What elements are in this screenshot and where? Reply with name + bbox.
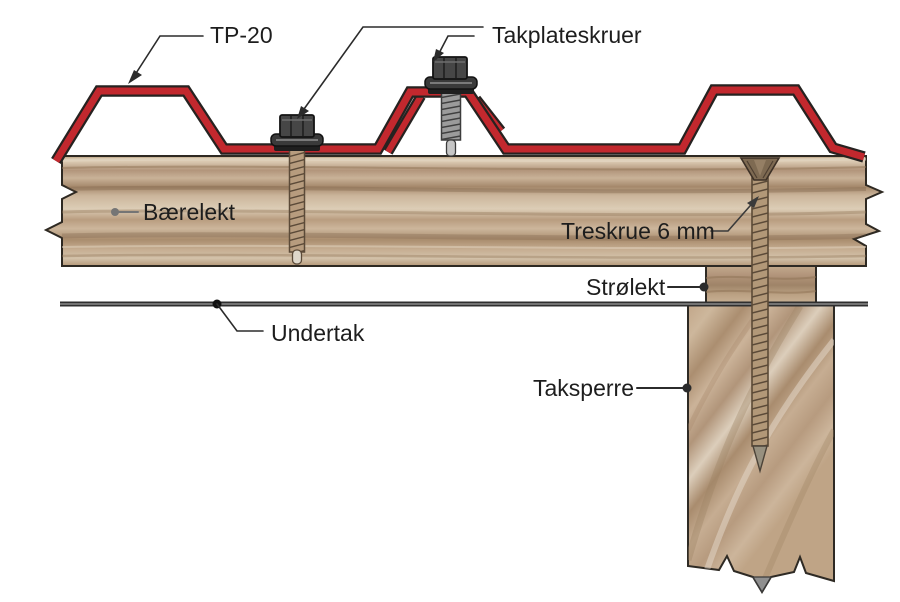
leader-tp20: [130, 35, 204, 82]
annotations: TP-20 Takplateskruer Bærelekt Treskrue 6…: [111, 22, 759, 401]
screw-hex-head: [279, 114, 315, 138]
arrowhead: [433, 49, 444, 62]
leader-roof-screws-long: [298, 26, 484, 117]
arrowhead: [128, 70, 142, 84]
leader-underlay: [216, 303, 264, 332]
wood-screw: [739, 157, 781, 474]
arrowhead: [297, 106, 309, 119]
label-rafter: Taksperre: [533, 375, 634, 401]
rafter-break-notch: [751, 576, 773, 594]
label-wood-screw: Treskrue 6 mm: [561, 218, 715, 244]
screw-tip: [752, 445, 768, 474]
leader-roof-screws-short: [435, 35, 475, 60]
arrowhead: [747, 196, 759, 208]
sheet-overlap-band: [385, 94, 424, 154]
rafter-grain: [688, 304, 834, 592]
screw-hex-head: [432, 56, 468, 80]
label-spacer-batten: Strølekt: [586, 274, 666, 300]
label-roof-sheet: TP-20: [210, 22, 273, 48]
roof-screw-right: [424, 56, 478, 157]
leader-dot: [699, 282, 709, 292]
label-bearing-batten: Bærelekt: [143, 199, 236, 225]
screw-tip: [291, 249, 303, 265]
label-underlay: Undertak: [271, 320, 365, 346]
screw-tip: [445, 139, 457, 157]
leader-dot: [111, 208, 119, 216]
leader-dot: [682, 383, 692, 393]
roof-screw-left: [270, 114, 324, 265]
label-roof-screws: Takplateskruer: [492, 22, 642, 48]
leader-wood-screw: [710, 197, 758, 232]
